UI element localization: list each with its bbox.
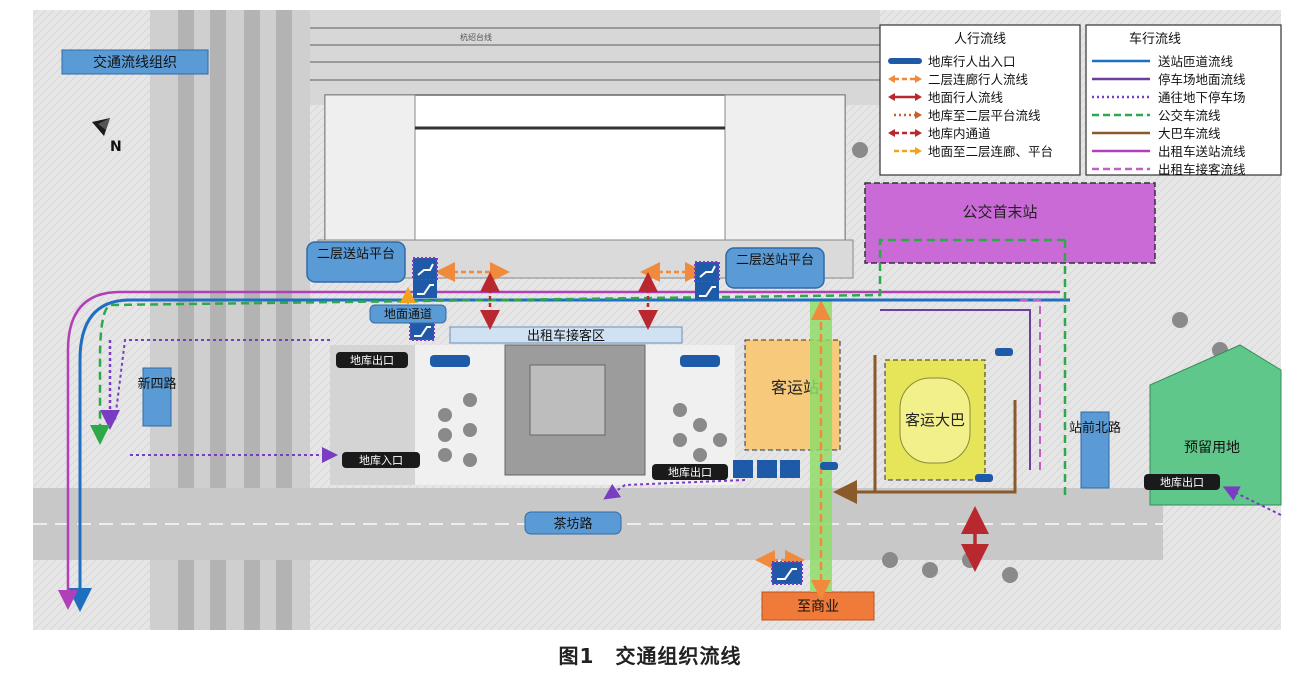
road-label-xinsi: 新四路 (137, 367, 177, 427)
legend-item: 地库内通道 (888, 126, 991, 141)
garage-exit-left-callout: 地库出口 (336, 352, 408, 368)
north-arrow-icon: N (92, 118, 122, 155)
legend-item-label: 二层连廊行人流线 (928, 72, 1029, 87)
svg-text:地库出口: 地库出口 (1160, 475, 1204, 489)
legend-swatch (888, 93, 922, 101)
passenger-station-label: 客运站 (771, 378, 819, 397)
trees (438, 142, 1228, 583)
svg-text:地库入口: 地库入口 (359, 454, 403, 467)
svg-text:茶坊路: 茶坊路 (553, 516, 592, 532)
legend-swatch (888, 58, 922, 64)
legend-item: 出租车接客流线 (1092, 162, 1246, 177)
vehicle-flows (58, 238, 1282, 612)
legend-item-label: 地库至二层平台流线 (928, 108, 1041, 123)
escalator-icon (771, 561, 803, 585)
coach-track (899, 377, 971, 464)
legend-item-label: 地面至二层连廊、平台 (928, 144, 1053, 159)
garage-exit-right-callout: 地库出口 (1144, 474, 1220, 490)
legend-swatch (888, 129, 922, 137)
elevator-icon (412, 257, 438, 281)
figure-caption: 图1 交通组织流线 (558, 644, 742, 668)
ground-passage-callout: 地面通道 (369, 304, 447, 324)
legend-item-label: 通往地下停车场 (1158, 90, 1246, 105)
garage-entry-callout: 地库入口 (342, 452, 420, 468)
legend-item: 大巴车流线 (1092, 126, 1221, 141)
elevator-icon (694, 261, 720, 283)
platform-right-callout: 二层送站平台 (725, 247, 825, 289)
svg-text:交通流线组织: 交通流线组织 (93, 54, 177, 71)
legend-pedestrian: 人行流线 地库行人出入口二层连廊行人流线地面行人流线地库至二层平台流线地库内通道… (879, 24, 1081, 176)
escalator-icon (695, 282, 719, 300)
legend-item: 停车场地面流线 (1092, 72, 1246, 87)
legend-item-label: 大巴车流线 (1158, 126, 1221, 141)
taxi-pickup-label: 出租车接客区 (527, 328, 605, 344)
garage-exit-bottom-callout: 地库出口 (652, 464, 728, 480)
legend-item: 通往地下停车场 (1092, 90, 1246, 105)
svg-text:地库出口: 地库出口 (350, 353, 394, 367)
road-label-chafang: 茶坊路 (524, 511, 622, 535)
legend-item-label: 地库内通道 (928, 126, 991, 141)
road-label-zhanqian-north: 站前北路 (1069, 411, 1121, 489)
legend-item: 送站匝道流线 (1092, 54, 1234, 69)
legend-vehicle-title: 车行流线 (1129, 31, 1181, 47)
to-commerce-label: 至商业 (797, 599, 839, 615)
bus-terminal-label: 公交首末站 (962, 203, 1037, 221)
station-building (317, 94, 854, 279)
legend-item-label: 送站匝道流线 (1158, 54, 1234, 69)
svg-text:地面通道: 地面通道 (384, 307, 432, 321)
bus-terminal-zone (864, 182, 1156, 264)
legend-swatch (894, 147, 922, 155)
rail-corridor: 杭绍台线 (210, 10, 880, 105)
escalator-icon (733, 460, 800, 478)
legend-swatch (894, 111, 922, 119)
taxi-pickup-zone (449, 326, 683, 344)
legend-item: 出租车送站流线 (1092, 144, 1246, 159)
escalator-icon (413, 280, 437, 298)
traffic-flow-map: 杭绍台线 出租车接客区 公交首末站 (33, 10, 1282, 630)
platform-left-callout: 二层送站平台 (306, 241, 406, 283)
svg-text:N: N (110, 139, 122, 155)
legend-item-label: 地库行人出入口 (928, 54, 1016, 69)
rail-label: 杭绍台线 (460, 32, 492, 42)
svg-text:二层送站平台: 二层送站平台 (736, 253, 814, 268)
legend-item-label: 停车场地面流线 (1158, 72, 1246, 87)
svg-text:新四路: 新四路 (137, 376, 176, 392)
legend-item-label: 出租车送站流线 (1158, 144, 1246, 159)
map-title-tag: 交通流线组织 (61, 49, 209, 75)
legend-item: 地面行人流线 (888, 90, 1004, 105)
coach-label: 客运大巴 (905, 411, 965, 429)
escalator-icon (409, 319, 435, 341)
legend-item: 地库行人出入口 (888, 54, 1016, 69)
legend-item-label: 地面行人流线 (928, 90, 1004, 105)
legend-item: 公交车流线 (1092, 108, 1221, 123)
svg-text:站前北路: 站前北路 (1069, 420, 1121, 436)
legend-item: 地面至二层连廊、平台 (894, 144, 1053, 159)
legend-item-label: 出租车接客流线 (1158, 162, 1246, 177)
legend-item: 二层连廊行人流线 (888, 72, 1029, 87)
legend-vehicle: 车行流线 送站匝道流线停车场地面流线通往地下停车场公交车流线大巴车流线出租车送站… (1085, 24, 1282, 177)
legend-swatch (888, 75, 922, 83)
legend-item-label: 公交车流线 (1158, 108, 1221, 123)
legend-item: 地库至二层平台流线 (894, 108, 1041, 123)
svg-text:二层送站平台: 二层送站平台 (317, 247, 395, 262)
reserved-land-label: 预留用地 (1184, 440, 1240, 456)
legend-pedestrian-title: 人行流线 (954, 32, 1006, 47)
garage-ped-entrances (430, 348, 1013, 482)
svg-text:地库出口: 地库出口 (668, 465, 712, 479)
